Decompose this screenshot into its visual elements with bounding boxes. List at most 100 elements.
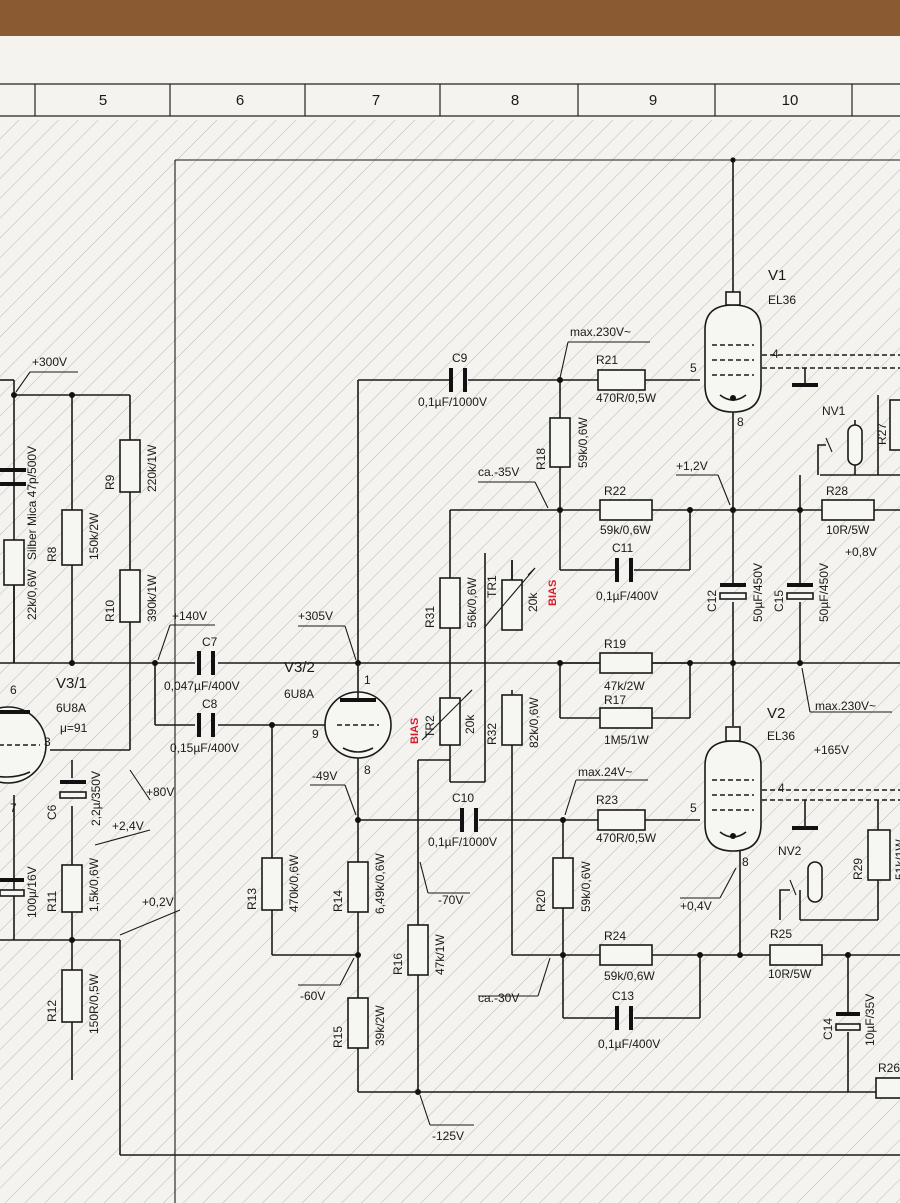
resistor-R31-body xyxy=(439,577,461,629)
voltage-minus125: -125V xyxy=(432,1129,464,1143)
tube-V3-2-ref: V3/2 xyxy=(284,659,315,676)
capacitor-C6-ref: C6 xyxy=(45,804,59,820)
tube-V1-symbol xyxy=(704,291,818,413)
resistor-R20-value: 59k/0,6W xyxy=(579,861,593,912)
resistor-R15-body xyxy=(347,997,369,1049)
resistor-R11-body xyxy=(61,864,83,913)
tube-V1-pin4: 4 xyxy=(772,347,779,361)
resistor-R11-ref: R11 xyxy=(45,891,59,912)
resistor-R14-body xyxy=(347,861,369,913)
capacitor-C13-symbol xyxy=(615,1006,633,1030)
capacitor-C7-value: 0,047µF/400V xyxy=(164,679,240,693)
neon-NV2-label: NV2 xyxy=(778,844,802,858)
resistor-R13-ref: R13 xyxy=(245,888,259,910)
tube-V2-symbol xyxy=(704,726,818,895)
capacitor-C12-value: 50µF/450V xyxy=(751,563,765,622)
tube-V3-1-pin3: 3 xyxy=(44,735,51,749)
capacitor-C13-ref: C13 xyxy=(612,989,634,1003)
resistor-R14-value: 6,49k/0,6W xyxy=(373,853,387,914)
resistor-R24-ref: R24 xyxy=(604,929,626,943)
voltage-ca-minus30: ca.-30V xyxy=(478,991,519,1005)
capacitor-C8-value: 0,15µF/400V xyxy=(170,741,239,755)
capacitor-C15-value: 50µF/450V xyxy=(817,563,831,622)
resistor-R16-body xyxy=(407,924,429,976)
voltage-max230-mid: max.230V~ xyxy=(815,699,876,713)
resistor-R31-value: 56k/0,6W xyxy=(465,577,479,628)
resistor-R28-ref: R28 xyxy=(826,484,848,498)
voltage-max230-top: max.230V~ xyxy=(570,325,631,339)
voltage-plus300: +300V xyxy=(32,355,67,369)
capacitor-C12-ref: C12 xyxy=(705,590,719,612)
voltage-plus80: +80V xyxy=(146,785,174,799)
capacitor-C7-symbol xyxy=(197,651,215,675)
column-number-10: 10 xyxy=(782,92,799,109)
neon-NV1-symbol xyxy=(817,424,863,475)
tube-V2-pin4: 4 xyxy=(778,781,785,795)
column-number-6: 6 xyxy=(236,92,244,109)
tube-V1-type: EL36 xyxy=(768,293,796,307)
resistor-R29-ref: R29 xyxy=(851,858,865,880)
resistor-R32-ref: R32 xyxy=(485,723,499,745)
resistor-R12-value: 150R/0,5W xyxy=(87,973,101,1034)
resistor-R13-body xyxy=(261,857,283,911)
tube-V3-2-type: 6U8A xyxy=(284,687,314,701)
resistor-R31-ref: R31 xyxy=(423,606,437,628)
resistor-R18-value: 59k/0,6W xyxy=(576,417,590,468)
resistor-R20-body xyxy=(552,857,574,909)
capacitor-C11-ref: C11 xyxy=(612,541,633,555)
resistor-bodies xyxy=(3,369,900,1099)
resistor-R19-value: 47k/2W xyxy=(604,679,645,693)
resistor-R22-value: 59k/0,6W xyxy=(600,523,651,537)
resistor-R17-value: 1M5/1W xyxy=(604,733,649,747)
resistor-R26-ref: R26 xyxy=(878,1061,900,1075)
resistor-R15-value: 39k/2W xyxy=(373,1005,387,1046)
capacitor-C15-symbol xyxy=(786,583,814,600)
tube-V2-ref: V2 xyxy=(767,705,785,722)
voltage-plus2-4: +2,4V xyxy=(112,819,144,833)
capacitor-C8-symbol xyxy=(197,713,215,737)
resistor-R26-body xyxy=(821,499,875,521)
resistor-R23-body xyxy=(597,809,646,831)
resistor-R32-value: 82k/0,6W xyxy=(527,697,541,748)
capacitor-C6-symbol xyxy=(59,780,87,799)
resistor-R22-body xyxy=(599,499,653,521)
resistor-R21-ref: R21 xyxy=(596,353,618,367)
capacitor-C14-symbol xyxy=(835,1012,861,1031)
resistor-R19-body xyxy=(599,652,653,674)
resistor-left-22k-body xyxy=(3,539,25,586)
resistor-R11-value: 1,5k/0,6W xyxy=(87,857,101,912)
resistor-R8-body xyxy=(61,509,83,566)
resistor-R16-ref: R16 xyxy=(391,953,405,975)
resistor-R25-body xyxy=(769,944,823,966)
voltage-minus70: -70V xyxy=(438,893,463,907)
resistor-R8-ref: R8 xyxy=(45,546,59,562)
resistor-R23-value: 470R/0,5W xyxy=(596,831,657,845)
resistor-R16-value: 47k/1W xyxy=(433,934,447,975)
resistor-R27-body xyxy=(889,399,900,451)
resistor-R27-ref: R27 xyxy=(875,423,889,445)
column-number-5: 5 xyxy=(99,92,107,109)
capacitor-C14-value: 10µF/35V xyxy=(863,994,877,1046)
capacitor-C10-symbol xyxy=(460,808,478,832)
tube-V3-1-pin7: 7 xyxy=(10,801,17,815)
tube-V2-pin5: 5 xyxy=(690,801,697,815)
column-number-8: 8 xyxy=(511,92,519,109)
resistor-R10-ref: R10 xyxy=(103,600,117,622)
resistor-R20-ref: R20 xyxy=(534,890,548,912)
resistor-R10-value: 390k/1W xyxy=(145,574,159,622)
voltage-plus0-4: +0,4V xyxy=(680,899,712,913)
neon-NV2-symbol xyxy=(779,861,823,920)
capacitor-100u-symbol xyxy=(0,878,25,897)
capacitor-symbols xyxy=(0,368,861,1031)
tube-V3-2-symbol xyxy=(324,663,392,759)
trimmer-TR1-ref: TR1 xyxy=(485,575,499,598)
resistor-R15-ref: R15 xyxy=(331,1026,345,1048)
tube-V3-1-type: 6U8A xyxy=(56,701,86,715)
resistor-R17-ref: R17 xyxy=(604,693,626,707)
resistor-R21-body xyxy=(597,369,646,391)
resistor-R26-value: 10R/5W xyxy=(826,523,870,537)
capacitor-C9-value: 0,1µF/1000V xyxy=(418,395,487,409)
resistor-R32-body xyxy=(501,694,523,746)
